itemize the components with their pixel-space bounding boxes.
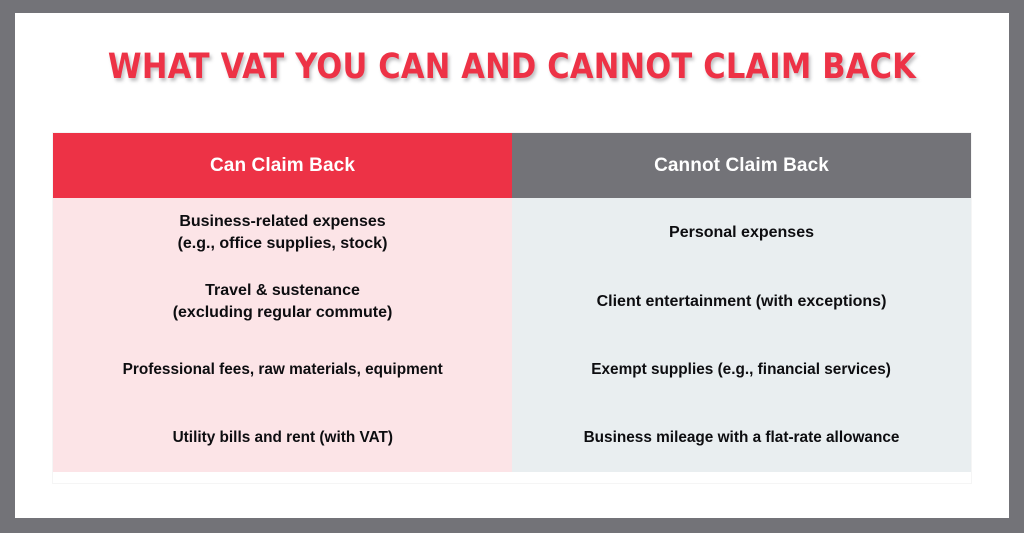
cell-can-claim-4: Utility bills and rent (with VAT)	[53, 404, 512, 472]
column-header-cannot-claim-back: Cannot Claim Back	[512, 133, 971, 198]
table-header-row: Can Claim Back Cannot Claim Back	[53, 133, 971, 198]
cell-text-line-2: (e.g., office supplies, stock)	[177, 234, 388, 252]
page-title: WHAT VAT YOU CAN AND CANNOT CLAIM BACK	[107, 47, 917, 87]
cell-can-claim-2: Travel & sustenance (excluding regular c…	[53, 267, 512, 336]
cell-text-line-1: Travel & sustenance	[205, 281, 360, 299]
cell-text-line-1: Business-related expenses	[179, 212, 386, 230]
cell-text-line-1: Professional fees, raw materials, equipm…	[122, 361, 443, 378]
column-header-can-claim-back: Can Claim Back	[53, 133, 512, 198]
cell-cannot-claim-1: Personal expenses	[512, 198, 971, 267]
cell-can-claim-3: Professional fees, raw materials, equipm…	[53, 336, 512, 404]
table-row: Professional fees, raw materials, equipm…	[53, 336, 971, 404]
cell-text-line-1: Utility bills and rent (with VAT)	[172, 429, 393, 446]
vat-claim-table: Can Claim Back Cannot Claim Back Busines…	[53, 133, 971, 472]
cell-can-claim-1: Business-related expenses (e.g., office …	[53, 198, 512, 267]
table-row: Business-related expenses (e.g., office …	[53, 198, 971, 267]
cell-cannot-claim-3: Exempt supplies (e.g., financial service…	[512, 336, 971, 404]
table-row: Travel & sustenance (excluding regular c…	[53, 267, 971, 336]
table-header: Can Claim Back Cannot Claim Back	[53, 133, 971, 198]
page-canvas: WHAT VAT YOU CAN AND CANNOT CLAIM BACK C…	[15, 13, 1009, 518]
table-row: Utility bills and rent (with VAT) Busine…	[53, 404, 971, 472]
cell-text-line-1: Exempt supplies (e.g., financial service…	[591, 361, 892, 378]
table-body: Business-related expenses (e.g., office …	[53, 198, 971, 472]
cell-text-line-2: (excluding regular commute)	[172, 303, 393, 321]
cell-cannot-claim-2: Client entertainment (with exceptions)	[512, 267, 971, 336]
cell-cannot-claim-4: Business mileage with a flat-rate allowa…	[512, 404, 971, 472]
cell-text-line-1: Personal expenses	[669, 223, 814, 241]
cell-text-line-1: Business mileage with a flat-rate allowa…	[583, 429, 900, 446]
cell-text-line-1: Client entertainment (with exceptions)	[596, 292, 887, 310]
